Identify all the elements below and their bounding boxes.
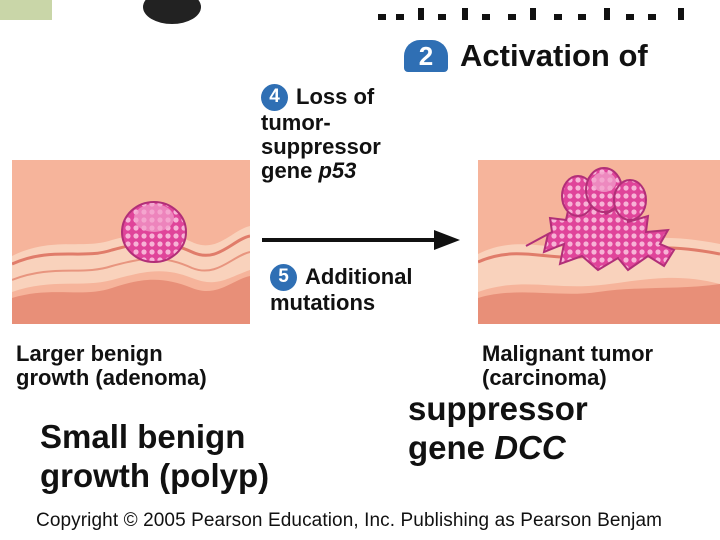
- step-4-label: 4 Loss of tumor- suppressor gene p53: [261, 84, 381, 184]
- step-5-line1: Additional: [305, 264, 413, 290]
- adenoma-caption-line2: growth (adenoma): [16, 365, 207, 391]
- cropped-text-fragment: [378, 8, 684, 20]
- step-5-badge: 5: [270, 264, 297, 291]
- polyp-label-line1: Small benign: [40, 418, 246, 455]
- dcc-gene-prefix: gene: [408, 428, 495, 466]
- step-5-label: 5 Additional mutations: [270, 264, 413, 315]
- step-4-gene-name: p53: [318, 158, 357, 184]
- polyp-label-line2: growth (polyp): [40, 456, 270, 494]
- copyright-notice: Copyright © 2005 Pearson Education, Inc.…: [36, 510, 663, 531]
- step-4-gene-prefix: gene: [261, 158, 319, 184]
- step-4-badge: 4: [261, 84, 288, 111]
- step-4-line4: gene p53: [261, 159, 381, 183]
- adenoma-illustration: [12, 160, 250, 324]
- step-2-heading: 2 Activation of: [404, 38, 648, 74]
- carcinoma-illustration: [478, 160, 720, 324]
- dcc-gene-name: DCC: [494, 428, 566, 466]
- step-5-line2: mutations: [270, 290, 376, 315]
- carcinoma-caption-line2: (carcinoma): [482, 365, 607, 391]
- carcinoma-caption: Malignant tumor (carcinoma): [482, 341, 654, 391]
- adenoma-caption: Larger benign growth (adenoma): [16, 341, 207, 391]
- dcc-label-line1: suppressor: [408, 390, 588, 427]
- step-4-line1: Loss of: [296, 84, 375, 110]
- step-4-line3: suppressor: [261, 134, 381, 160]
- dcc-label-line2: gene DCC: [408, 429, 588, 468]
- dcc-label: suppressor gene DCC: [408, 390, 588, 468]
- polyp-label: Small benign growth (polyp): [40, 418, 269, 496]
- cropped-figure-fragment: [143, 0, 201, 24]
- corner-decoration: [0, 0, 52, 20]
- step-4-line2: tumor-: [261, 110, 331, 135]
- step-2-text: Activation of: [460, 37, 648, 73]
- carcinoma-caption-line1: Malignant tumor: [482, 341, 654, 366]
- adenoma-caption-line1: Larger benign: [16, 341, 163, 366]
- progression-arrow: [262, 230, 460, 250]
- step-2-badge: 2: [404, 40, 448, 72]
